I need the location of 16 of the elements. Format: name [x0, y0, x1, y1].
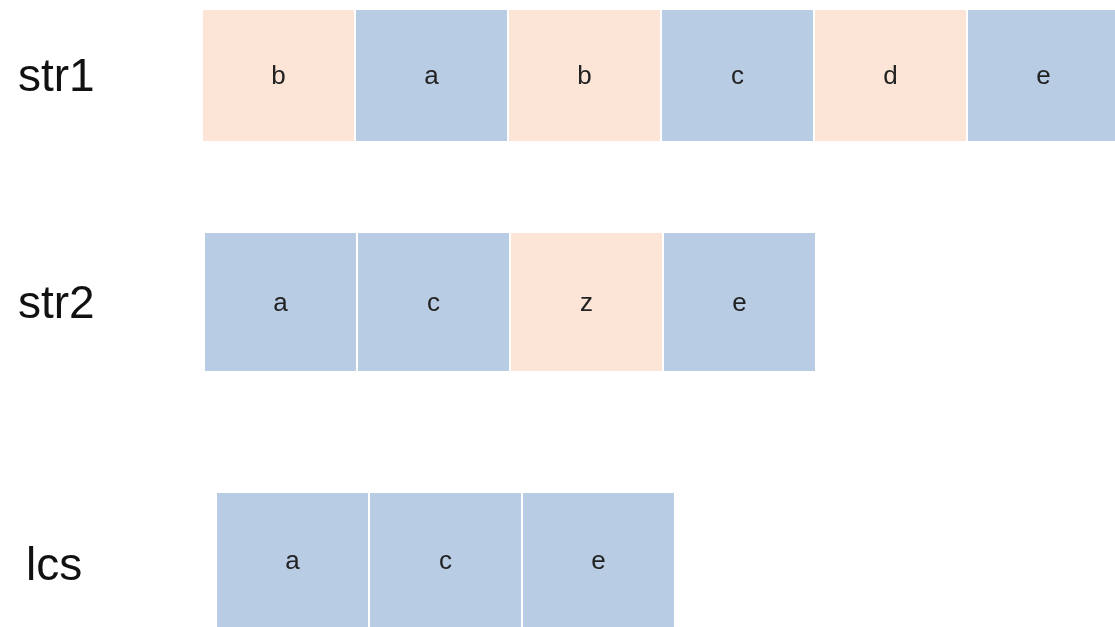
row-label: str2	[18, 279, 95, 325]
letter-cell: a	[356, 10, 507, 141]
row-label: lcs	[26, 541, 83, 587]
letter-cell: e	[523, 493, 674, 627]
letter-cell: c	[370, 493, 521, 627]
letter-cell: e	[968, 10, 1115, 141]
letter-cell: z	[511, 233, 662, 371]
row-label: str1	[18, 52, 95, 98]
letter-cell: c	[358, 233, 509, 371]
letter-cell: b	[509, 10, 660, 141]
letter-cell: e	[664, 233, 815, 371]
letter-cell: a	[217, 493, 368, 627]
letter-cell: c	[662, 10, 813, 141]
letter-cell: d	[815, 10, 966, 141]
letter-cell: a	[205, 233, 356, 371]
letter-cell: b	[203, 10, 354, 141]
